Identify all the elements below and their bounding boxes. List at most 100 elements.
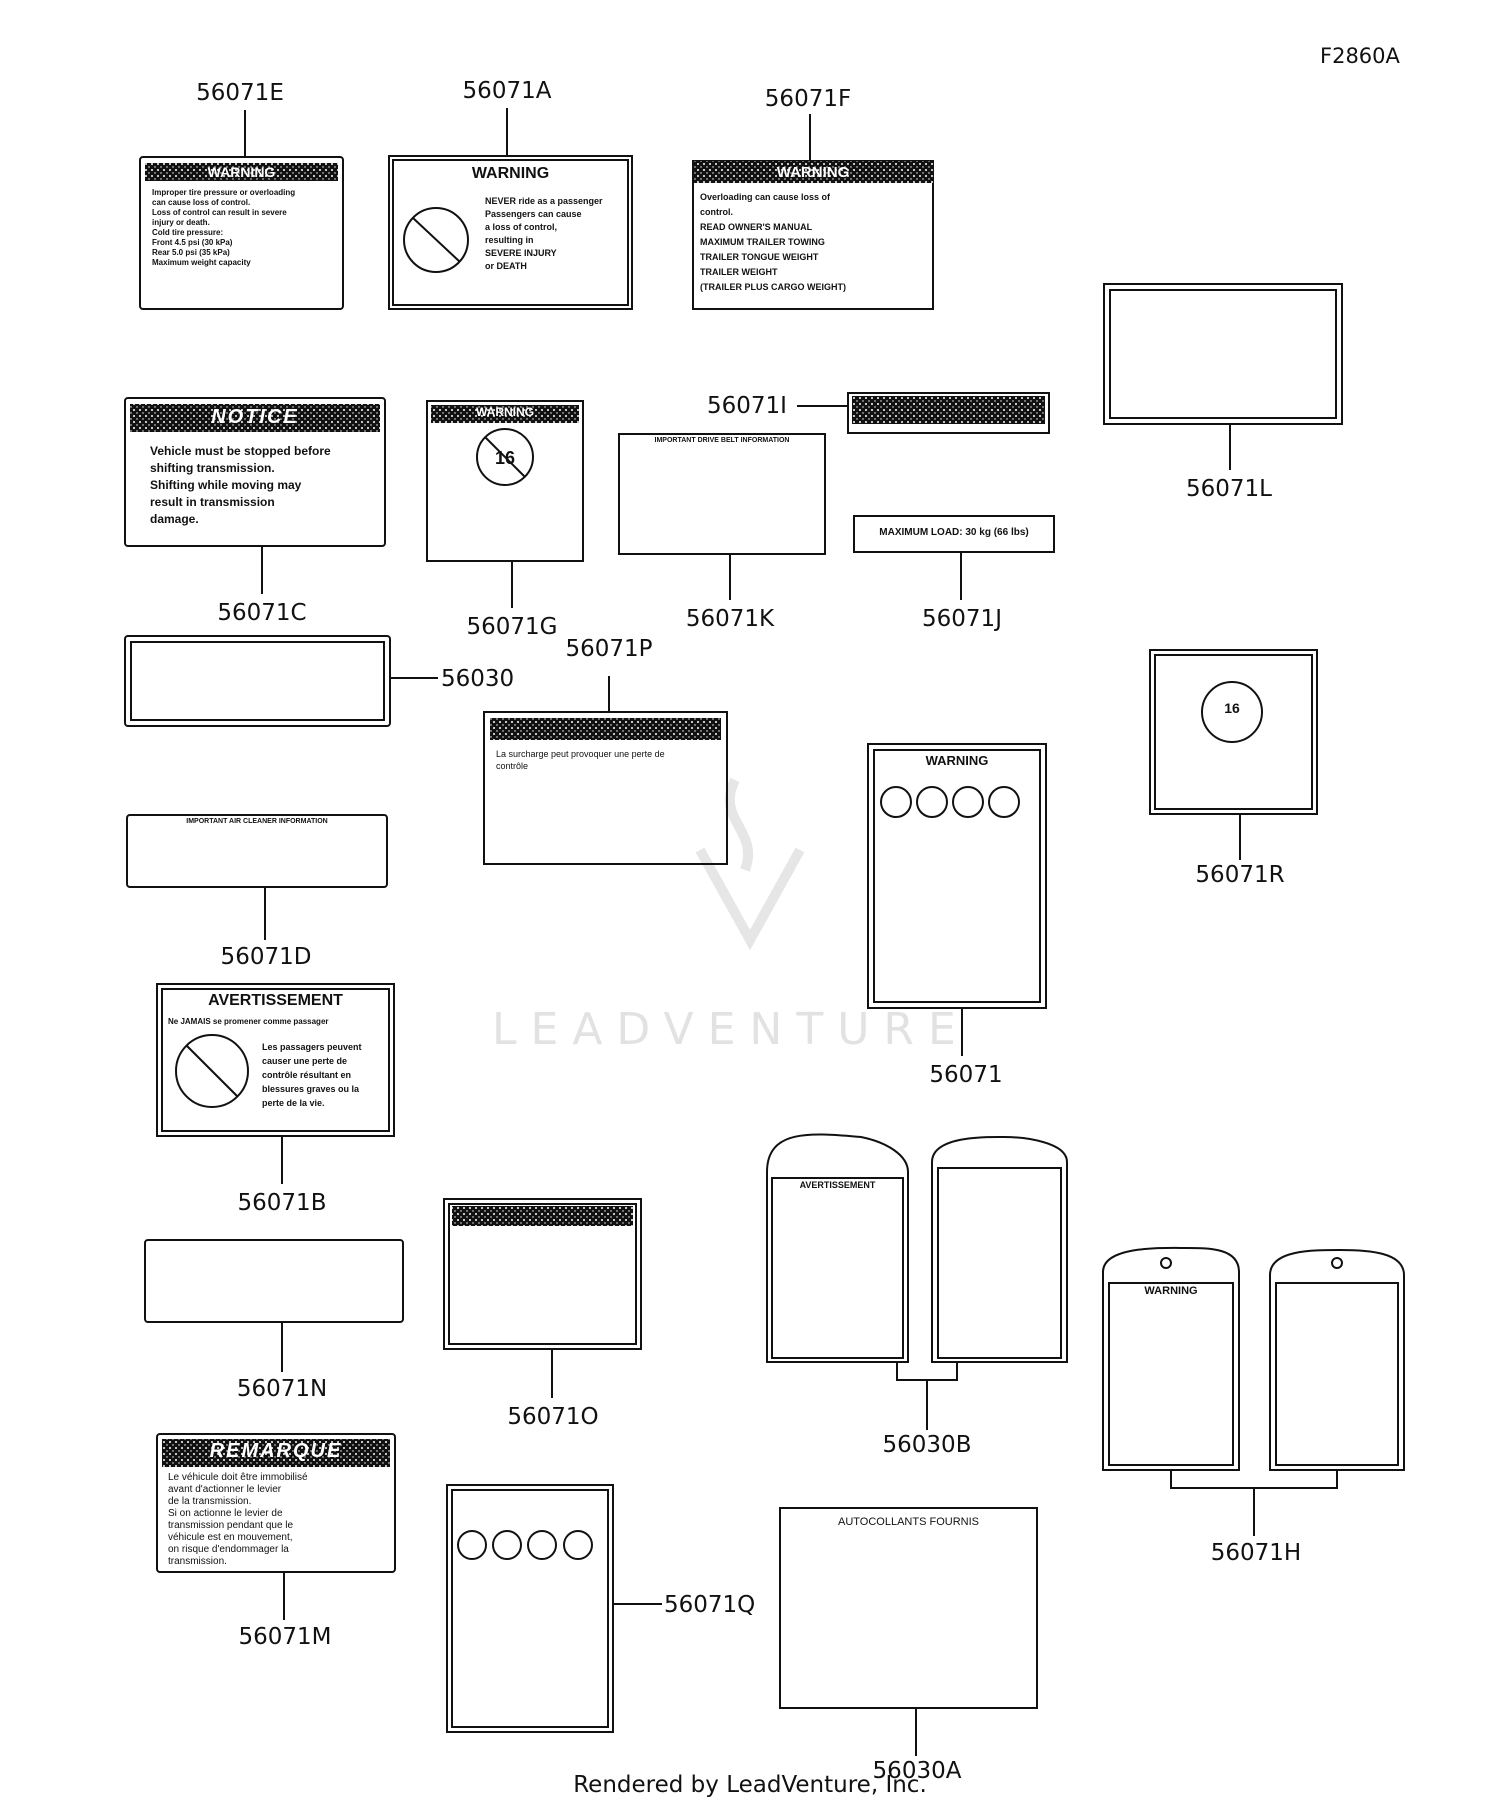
label-56071K[interactable] — [618, 433, 826, 600]
part-number-56071O: 56071O — [507, 1404, 599, 1430]
label-56071H[interactable] — [1102, 1246, 1405, 1536]
label-56071M-line: de la transmission. — [168, 1496, 252, 1507]
label-56071F-body: Overloading can cause loss of control. R… — [700, 190, 928, 295]
part-number-56030B: 56030B — [882, 1432, 972, 1458]
label-56071E-heading: WARNING — [207, 164, 276, 180]
part-number-56071P: 56071P — [565, 636, 653, 662]
label-56071K-heading: IMPORTANT DRIVE BELT INFORMATION — [654, 437, 790, 444]
label-56071C-line: damage. — [150, 512, 199, 526]
part-number-56071N: 56071N — [236, 1376, 328, 1402]
label-56071F-line: (TRAILER PLUS CARGO WEIGHT) — [700, 282, 846, 292]
part-number-56071G: 56071G — [466, 614, 558, 640]
label-56071B-line: contrôle résultant en — [262, 1070, 352, 1080]
label-56071J[interactable] — [853, 515, 1055, 600]
part-number-56071K: 56071K — [685, 606, 775, 632]
label-56071F[interactable] — [692, 114, 934, 310]
label-56071M-body: Le véhicule doit être immobilisé avant d… — [168, 1472, 390, 1568]
label-56071E-line: Improper tire pressure or overloading — [152, 188, 296, 197]
label-56071A-line: Passengers can cause — [485, 209, 582, 219]
label-56071M-line: transmission pendant que le — [168, 1520, 294, 1531]
label-56071A-line: a loss of control, — [485, 222, 558, 232]
label-56030A[interactable] — [779, 1507, 1038, 1756]
label-56071M-heading: REMARQUE — [209, 1440, 343, 1462]
watermark-text: LEADVENTURE — [492, 1004, 970, 1055]
part-number-56071L: 56071L — [1186, 476, 1272, 502]
label-56071E-line: can cause loss of control. — [152, 198, 251, 207]
label-56071F-line: TRAILER WEIGHT — [700, 267, 778, 277]
label-56030B[interactable] — [766, 1133, 1068, 1430]
label-56071P[interactable] — [483, 676, 728, 865]
label-56071D[interactable] — [126, 814, 388, 940]
part-number-56071B: 56071B — [237, 1190, 327, 1216]
label-56071M-line: Si on actionne le levier de — [168, 1508, 283, 1519]
label-56071D-heading: IMPORTANT AIR CLEANER INFORMATION — [186, 818, 328, 825]
part-number-56071I: 56071I — [707, 393, 787, 419]
label-56071G[interactable] — [426, 400, 584, 608]
part-number-56030A: 56030A — [872, 1758, 962, 1784]
label-56071G-heading: WARNING — [476, 405, 534, 419]
label-56071E-line: injury or death. — [152, 218, 210, 227]
label-56071A[interactable] — [388, 108, 633, 310]
label-56071L[interactable] — [1103, 283, 1343, 470]
label-56071M-line: véhicule est en mouvement, — [168, 1532, 293, 1543]
part-number-56071F: 56071F — [764, 86, 852, 112]
label-56071F-line: Overloading can cause loss of — [700, 192, 831, 202]
label-56071E-line: Maximum weight capacity — [152, 258, 251, 267]
label-56071Q[interactable] — [446, 1484, 662, 1733]
label-56071R-age-badge: 16 — [1224, 700, 1240, 716]
label-56071P-line: contrôle — [496, 761, 529, 771]
part-number-56071C: 56071C — [217, 600, 307, 626]
label-56071A-heading: WARNING — [471, 165, 550, 182]
label-56071M-line: on risque d'endommager la — [168, 1544, 289, 1555]
label-56071E[interactable] — [139, 110, 344, 310]
label-56071B-subheading: Ne JAMAIS se promener comme passager — [168, 1017, 329, 1026]
label-56071N[interactable] — [144, 1239, 404, 1372]
part-number-56071E: 56071E — [196, 80, 284, 106]
label-56071O[interactable] — [443, 1198, 642, 1398]
part-number-56071J: 56071J — [922, 606, 1002, 632]
label-56071E-line: Front 4.5 psi (30 kPa) — [152, 238, 233, 247]
label-56071B-line: Les passagers peuvent — [262, 1042, 362, 1052]
label-56071P-line: La surcharge peut provoquer une perte de — [496, 749, 665, 759]
label-56071B-line: causer une perte de — [262, 1056, 348, 1066]
label-56071G-age-badge: 16 — [494, 448, 516, 468]
label-56071J-text: MAXIMUM LOAD: 30 kg (66 lbs) — [879, 527, 1029, 538]
label-56030[interactable] — [124, 635, 438, 727]
label-56071[interactable] — [867, 743, 1047, 1056]
label-56071M-line: avant d'actionner le levier — [168, 1484, 282, 1495]
figure-id: F2860A — [1320, 44, 1400, 68]
label-56071E-line: Cold tire pressure: — [152, 228, 224, 237]
part-number-56071D: 56071D — [220, 944, 312, 970]
part-number-56071Q: 56071Q — [664, 1592, 756, 1618]
label-56071F-line: control. — [700, 207, 733, 217]
label-56071E-line: Rear 5.0 psi (35 kPa) — [152, 248, 230, 257]
part-number-56030: 56030 — [441, 666, 515, 692]
label-56030A-heading: AUTOCOLLANTS FOURNIS — [838, 1516, 979, 1528]
label-56071B-line: blessures graves ou la — [262, 1084, 360, 1094]
label-56071C-line: result in transmission — [150, 495, 275, 509]
part-number-56071H: 56071H — [1210, 1540, 1302, 1566]
label-56071B-heading: AVERTISSEMENT — [208, 992, 343, 1009]
label-56071A-line: or DEATH — [485, 261, 527, 271]
part-number-56071A: 56071A — [462, 78, 552, 104]
part-number-56071R: 56071R — [1195, 862, 1285, 888]
label-56071C-line: Vehicle must be stopped before — [150, 444, 331, 458]
label-56071B[interactable] — [156, 983, 395, 1184]
label-56071I[interactable] — [797, 392, 1050, 434]
label-56071A-line: resulting in — [485, 235, 534, 245]
label-56071M[interactable] — [156, 1433, 396, 1620]
part-number-56071M: 56071M — [238, 1624, 332, 1650]
label-56071M-line: transmission. — [168, 1556, 227, 1567]
label-56071F-line: MAXIMUM TRAILER TOWING — [700, 237, 825, 247]
label-56071F-heading: WARNING — [776, 164, 850, 181]
label-56071F-line: READ OWNER'S MANUAL — [700, 222, 813, 232]
label-56071R[interactable] — [1149, 649, 1318, 860]
label-56071A-body: NEVER ride as a passenger Passengers can… — [485, 195, 625, 273]
label-56071-heading: WARNING — [925, 753, 989, 768]
label-56071C[interactable] — [124, 397, 386, 594]
part-number-56071: 56071 — [929, 1062, 1003, 1088]
label-56071C-body: Vehicle must be stopped before shifting … — [150, 443, 378, 528]
label-56071C-heading: NOTICE — [211, 406, 299, 428]
label-56071A-line: SEVERE INJURY — [485, 248, 557, 258]
